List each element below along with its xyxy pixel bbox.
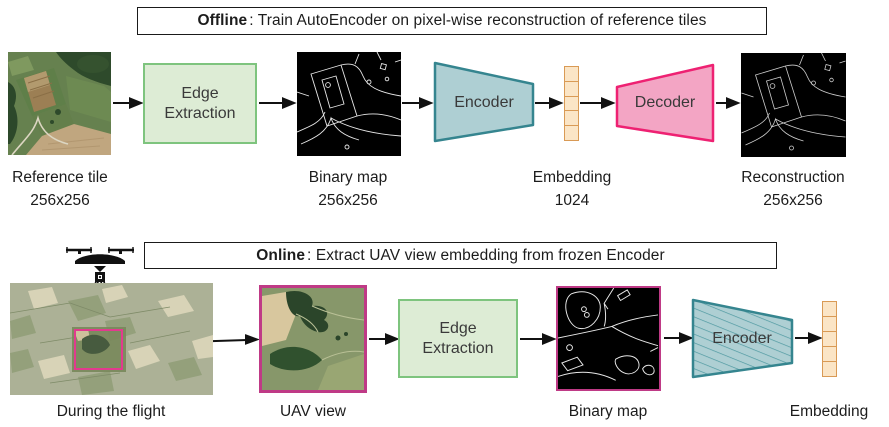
arrow-icon [369,333,400,345]
arrow-icon [664,332,694,344]
arrow-icon [795,332,823,344]
offline-title-keyword: Offline [197,12,248,29]
arrow-icon [113,97,144,109]
embedding-vector-online [822,301,837,377]
arrow-icon [535,97,564,109]
during-flight-image [10,283,213,395]
uav-view-image [259,285,367,393]
offline-title-text: : Train AutoEncoder on pixel-wise recons… [249,12,707,29]
arrow-icon [580,97,616,109]
embedding-vector-offline [564,66,579,141]
offline-title-box: Offline : Train AutoEncoder on pixel-wis… [137,7,767,35]
embedding-label-online: Embedding [789,403,869,420]
decoder-label: Decoder [634,94,696,111]
decoder-trapezoid [615,63,715,143]
encoder-trapezoid-offline [433,61,535,143]
arrow-icon [259,97,297,109]
reference-tile-image [8,52,111,155]
reconstruction-label: Reconstruction 256x256 [741,169,845,209]
binary-map-label-online: Binary map [568,403,648,420]
drone-icon [66,247,134,282]
reconstruction-image [741,53,846,157]
arrow-icon [520,333,557,345]
online-title-keyword: Online [256,246,306,264]
during-flight-label: During the flight [56,403,166,420]
online-title-box: Online : Extract UAV view embedding from… [144,242,777,269]
encoder-label-offline: Encoder [454,94,514,111]
uav-view-label: UAV view [279,403,347,420]
uav-footprint-rect [74,329,123,370]
online-title-text: : Extract UAV view embedding from frozen… [307,246,665,264]
embedding-label-offline: Embedding 1024 [532,169,612,209]
arrow-icon [402,97,434,109]
frozen-encoder-trapezoid [691,298,794,379]
binary-map-label-offline: Binary map 256x256 [308,169,388,209]
arrow-icon [716,97,741,109]
edge-extraction-box-online: Edge Extraction [398,299,518,378]
encoder-label-online: Encoder [712,330,772,347]
binary-map-image-online [556,286,661,391]
edge-extraction-box-offline: Edge Extraction [143,63,257,144]
binary-map-image-offline [297,52,401,156]
reference-tile-label: Reference tile 256x256 [12,169,108,209]
